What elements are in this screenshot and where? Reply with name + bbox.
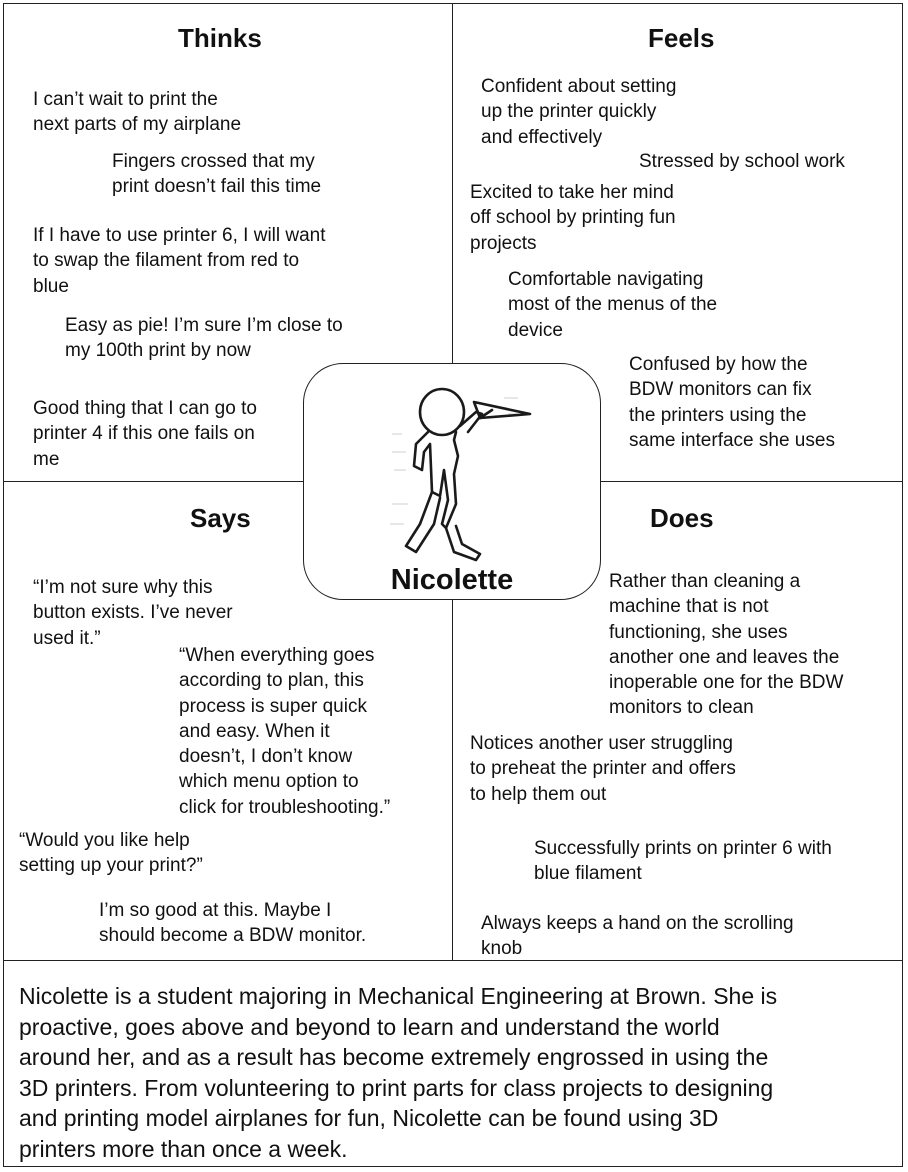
thinks-note: Easy as pie! I’m sure I’m close to my 10… (65, 315, 343, 362)
feels-note: Confused by how the BDW monitors can fix… (629, 354, 835, 451)
does-note: Always keeps a hand on the scrolling kno… (481, 913, 794, 960)
thinks-note: Good thing that I can go to printer 4 if… (33, 398, 257, 470)
does-note: Rather than cleaning a machine that is n… (609, 571, 844, 719)
stick-figure-with-paper-airplane-icon (390, 387, 532, 562)
says-note: “Would you like help setting up your pri… (19, 830, 203, 877)
says-note: I’m so good at this. Maybe I should beco… (99, 900, 367, 947)
says-heading: Says (190, 503, 251, 533)
empathy-map-frame (3, 3, 903, 1167)
says-note: “I’m not sure why this button exists. I’… (33, 577, 233, 649)
does-note: Successfully prints on printer 6 with bl… (534, 838, 832, 885)
thinks-note: If I have to use printer 6, I will want … (33, 225, 326, 297)
feels-heading: Feels (648, 23, 715, 53)
feels-note: Excited to take her mind off school by p… (470, 182, 676, 254)
feels-note: Stressed by school work (639, 151, 845, 172)
thinks-heading: Thinks (178, 23, 262, 53)
thinks-note: I can’t wait to print the next parts of … (33, 89, 242, 136)
does-heading: Does (650, 503, 714, 533)
persona-name: Nicolette (390, 564, 514, 596)
thinks-note: Fingers crossed that my print doesn’t fa… (112, 151, 322, 198)
feels-note: Comfortable navigating most of the menus… (508, 269, 718, 341)
says-note: “When everything goes according to plan,… (179, 645, 391, 818)
feels-note: Confident about setting up the printer q… (481, 76, 677, 148)
persona-card: Nicolette (303, 363, 601, 600)
persona-summary: Nicolette is a student majoring in Mecha… (19, 983, 778, 1162)
summary-divider (3, 960, 903, 961)
does-note: Notices another user struggling to prehe… (470, 733, 736, 805)
